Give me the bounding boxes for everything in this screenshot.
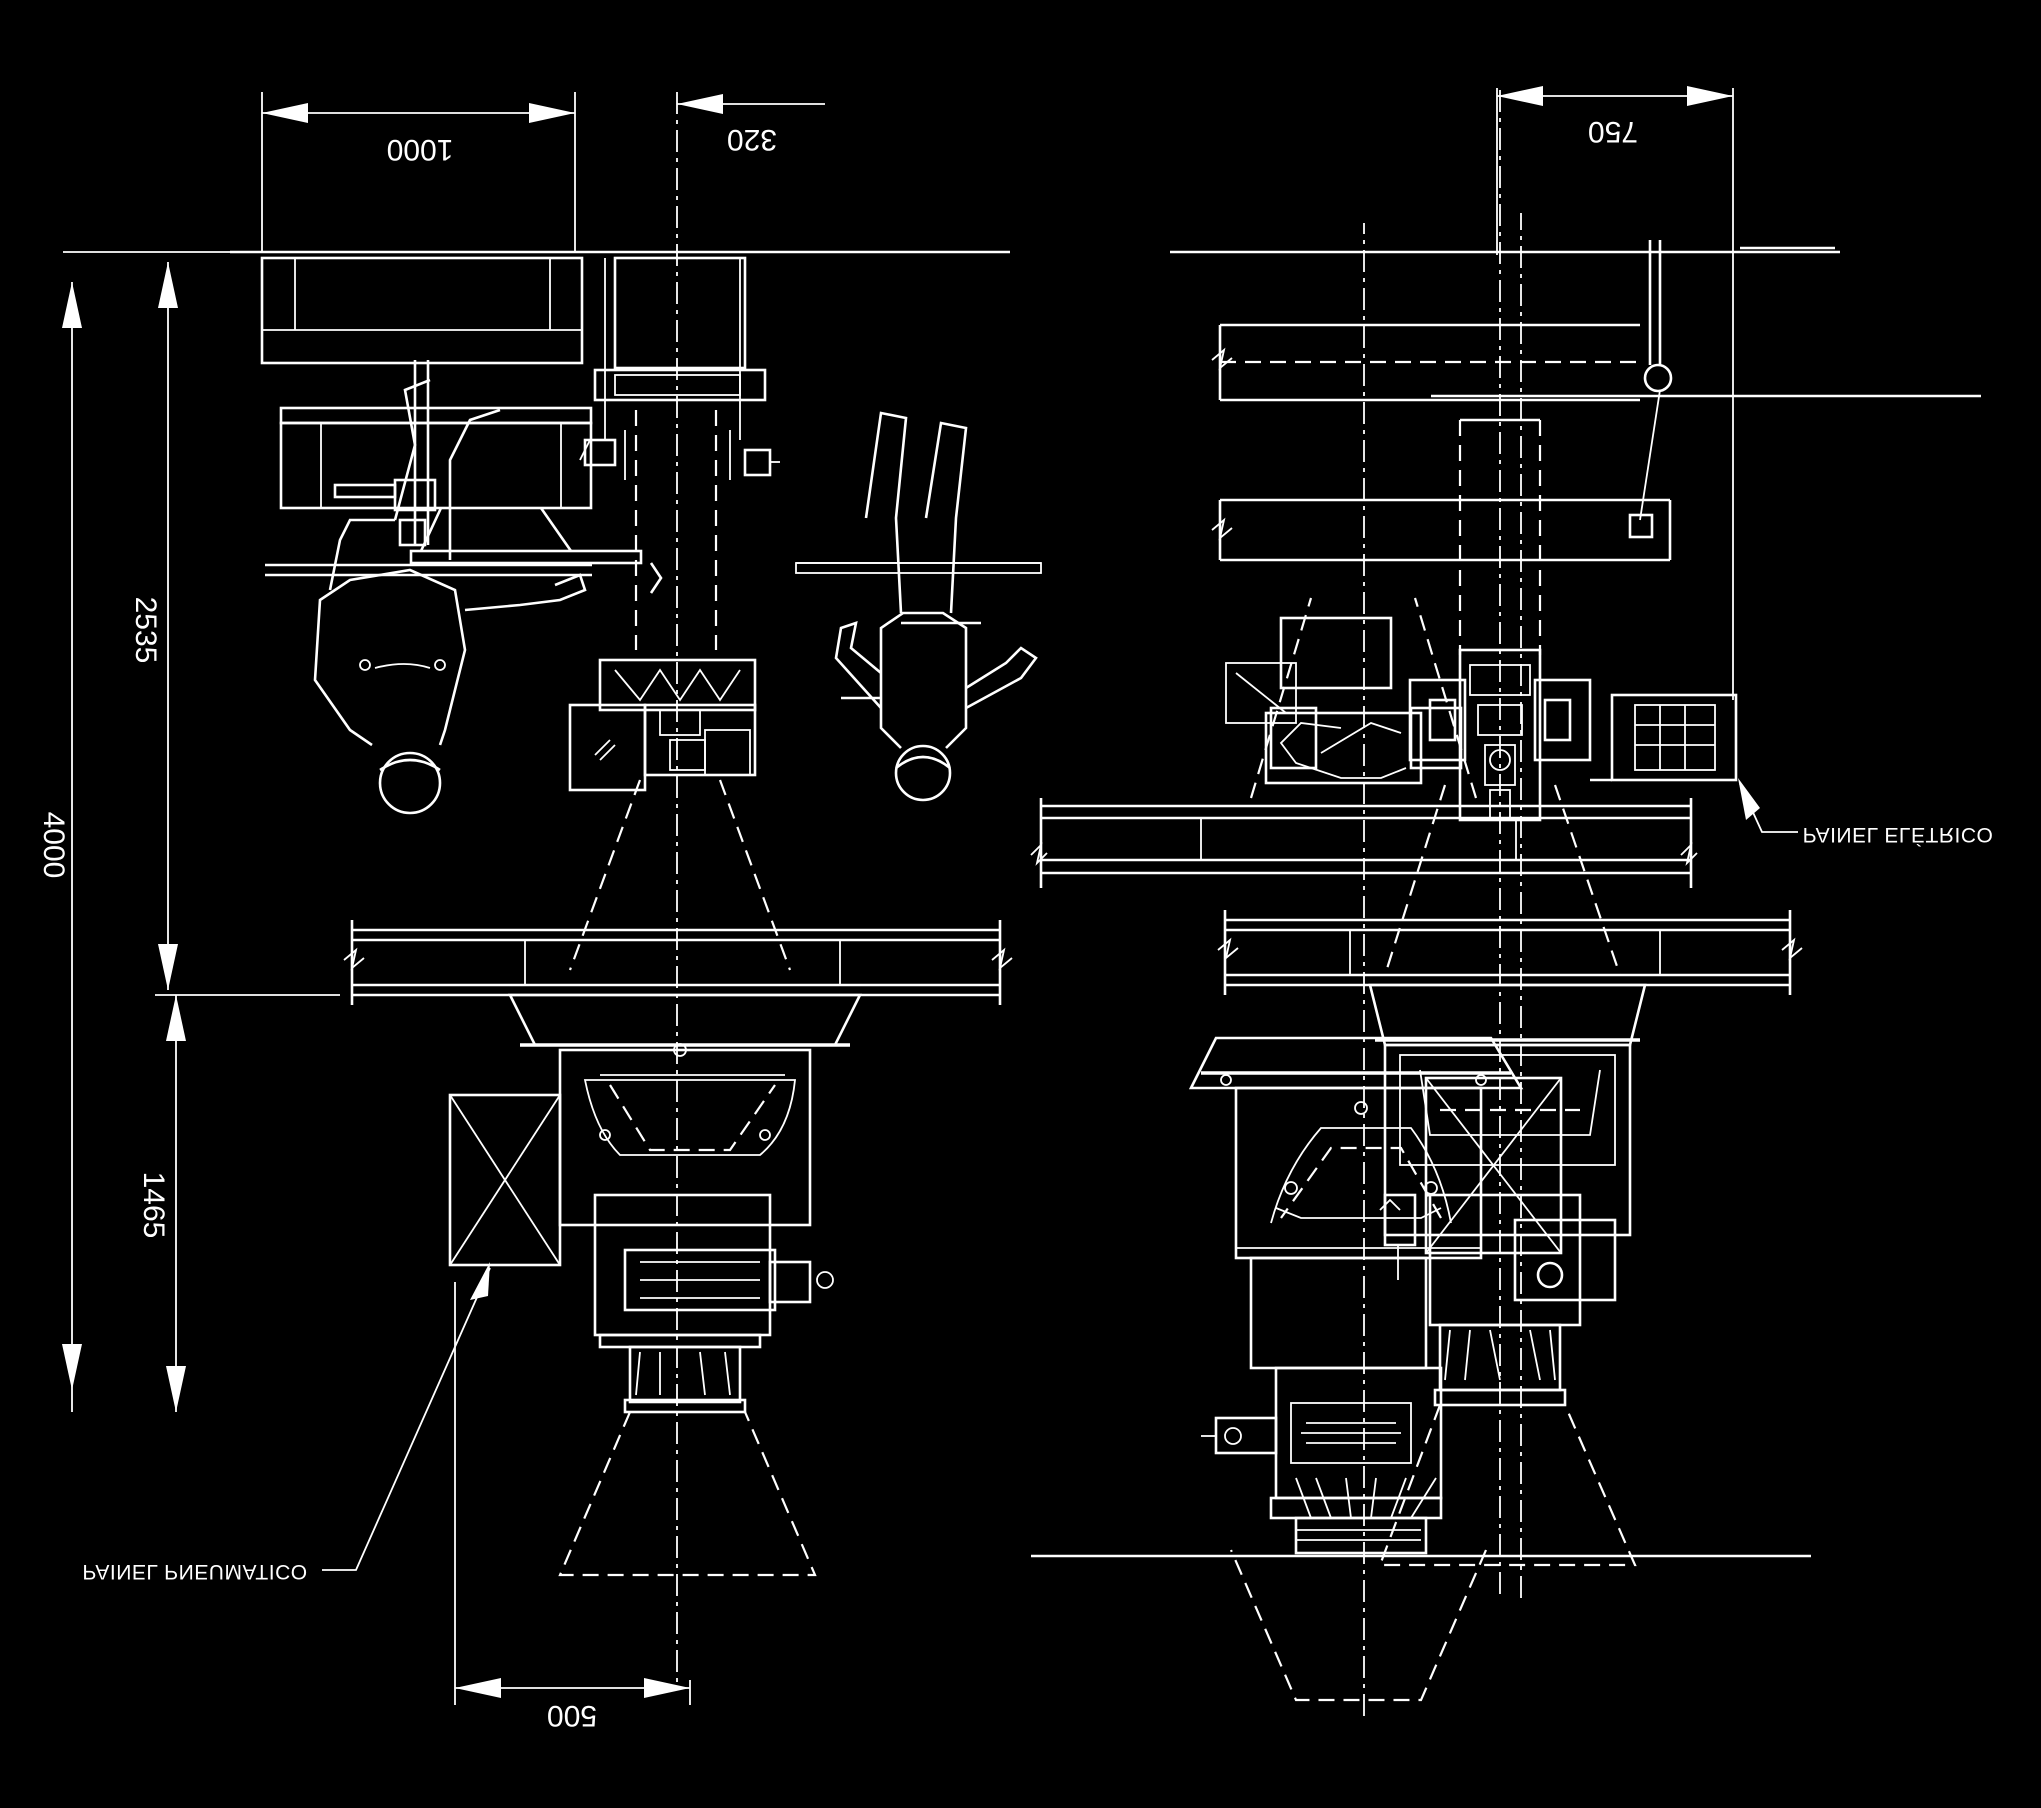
left-filling-head: [1225, 616, 1463, 785]
operator-figure: [265, 378, 592, 815]
dim-500-label: 500: [547, 1699, 597, 1732]
dimension-texts: 1000 320 750 4000 2535 1465 500: [37, 115, 1638, 1732]
electrical-panel-label: PAINEL ELÉTRICO: [1803, 823, 1994, 846]
left-weighing-unit: [1201, 1256, 1443, 1500]
dim-1465-label: 1465: [137, 1172, 170, 1239]
dim-750-label: 750: [1588, 115, 1638, 148]
left-cone: [1249, 597, 1478, 799]
dimension-lines: [62, 86, 1798, 1705]
dim-2535-label: 2535: [129, 597, 162, 664]
operator-figure: [834, 411, 1038, 802]
dim-1000-label: 1000: [387, 133, 454, 166]
right-view: [1170, 90, 1840, 1595]
left-hopper: [1188, 1036, 1524, 1260]
left-floor-slab: [1030, 798, 1698, 888]
left-spout: [1229, 1477, 1488, 1702]
left-elevation-view: [279, 223, 1981, 1716]
dim-320-label: 320: [727, 123, 777, 156]
dim-4000-label: 4000: [37, 812, 70, 879]
left-view: [230, 92, 1013, 1690]
left-platform: [279, 406, 1042, 700]
panel-labels: PAINEL PNEUMATICO PAINEL ELÉTRICO: [82, 823, 1994, 1583]
pneumatic-panel-label: PAINEL PNEUMATICO: [82, 1560, 307, 1583]
